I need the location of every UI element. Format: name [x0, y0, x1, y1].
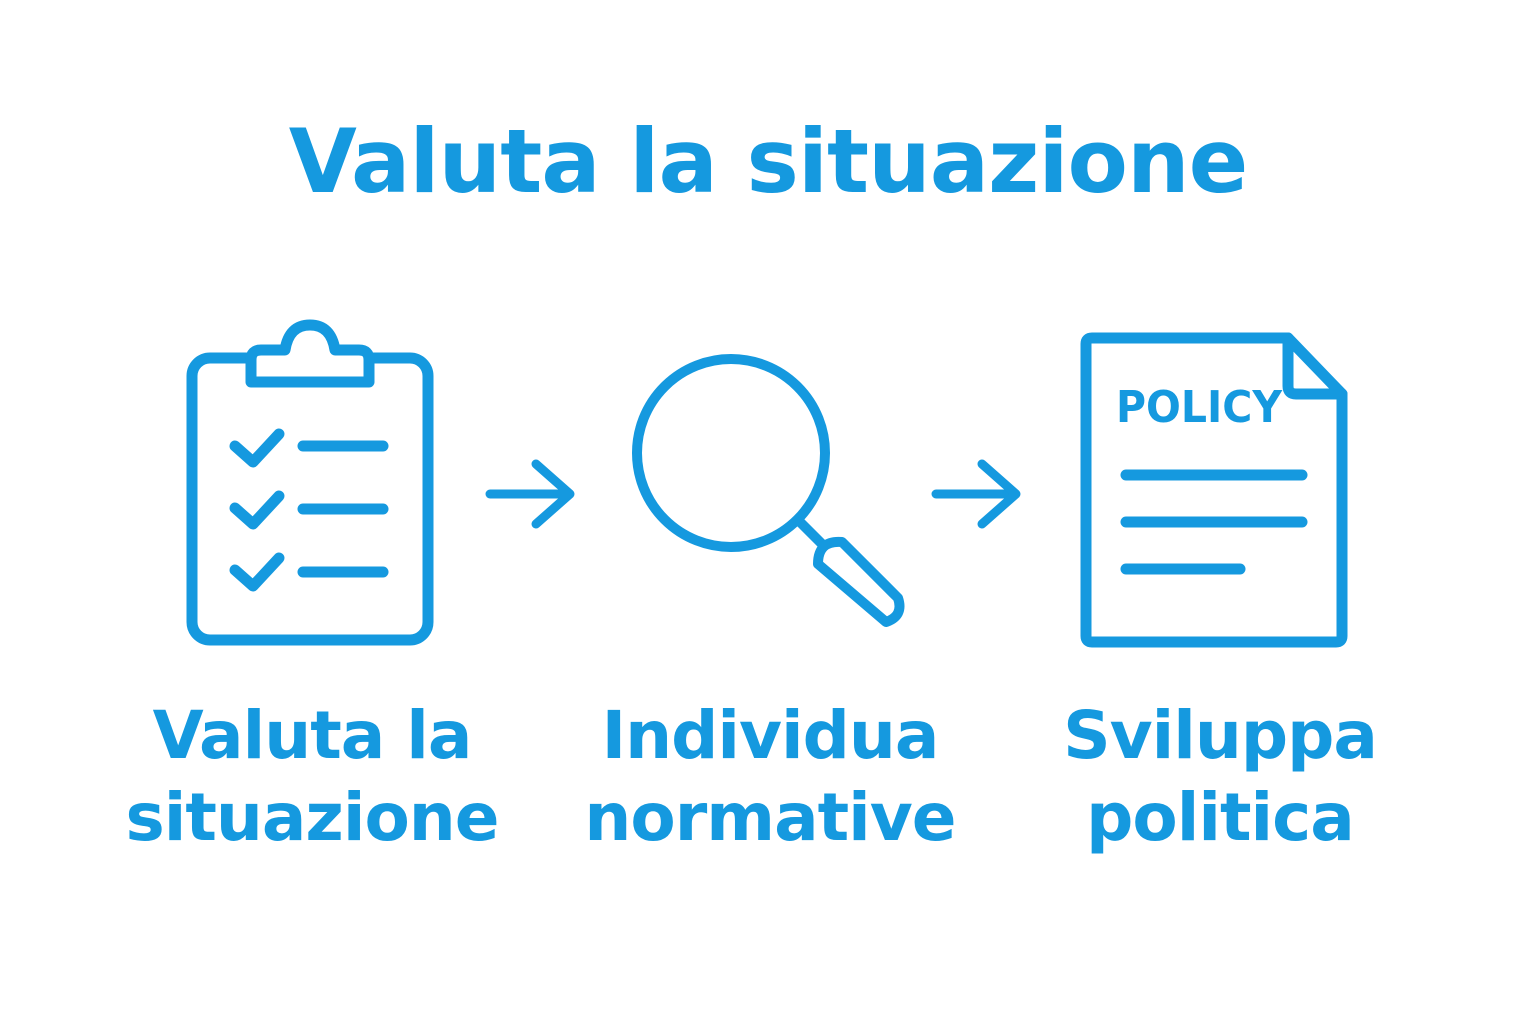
policy-document-text: POLICY [1116, 382, 1283, 433]
step-label-line: Valuta la [152, 697, 473, 774]
step-label-line: normative [584, 779, 956, 856]
step-label-develop: Sviluppa politica [970, 695, 1470, 859]
step-label-line: situazione [125, 779, 499, 856]
clipboard-checklist-icon [185, 318, 435, 648]
policy-document-icon: POLICY [1080, 332, 1350, 648]
magnifying-glass-icon [630, 350, 910, 635]
step-label-line: Sviluppa [1063, 697, 1378, 774]
arrow-right-icon [930, 458, 1025, 529]
diagram-title: Valuta la situazione [288, 110, 1249, 213]
step-label-identify: Individua normative [520, 695, 1020, 859]
step-label-line: Individua [601, 697, 940, 774]
step-label-line: politica [1086, 779, 1355, 856]
arrow-right-icon [484, 458, 579, 529]
step-label-assess: Valuta la situazione [62, 695, 562, 859]
